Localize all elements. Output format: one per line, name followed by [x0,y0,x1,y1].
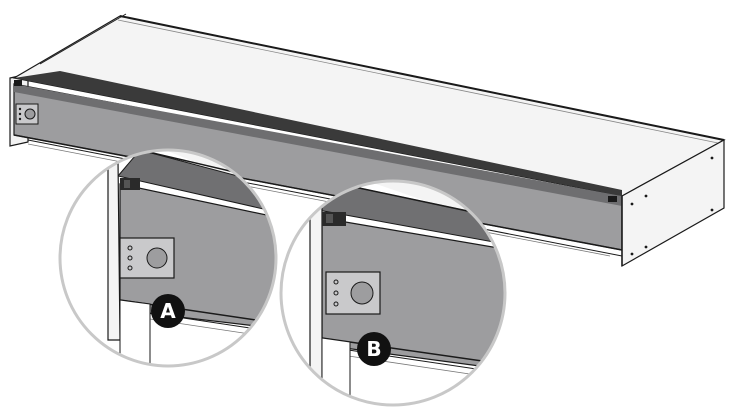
main-unit [9,13,726,268]
right-clip [608,196,617,202]
left-clip [14,80,22,86]
control-pad-a [119,237,175,279]
callout-b: B [357,332,391,366]
right-frame-holes [630,156,714,256]
callout-a-label: A [160,299,176,323]
callout-b-label: B [366,337,381,361]
top-cover-front-edge [14,71,622,196]
control-pad-b [325,271,381,315]
callout-a: A [151,294,185,328]
front-panel-band [14,84,622,206]
control-pad-small [15,103,39,125]
magnifier-b: B [279,179,507,407]
